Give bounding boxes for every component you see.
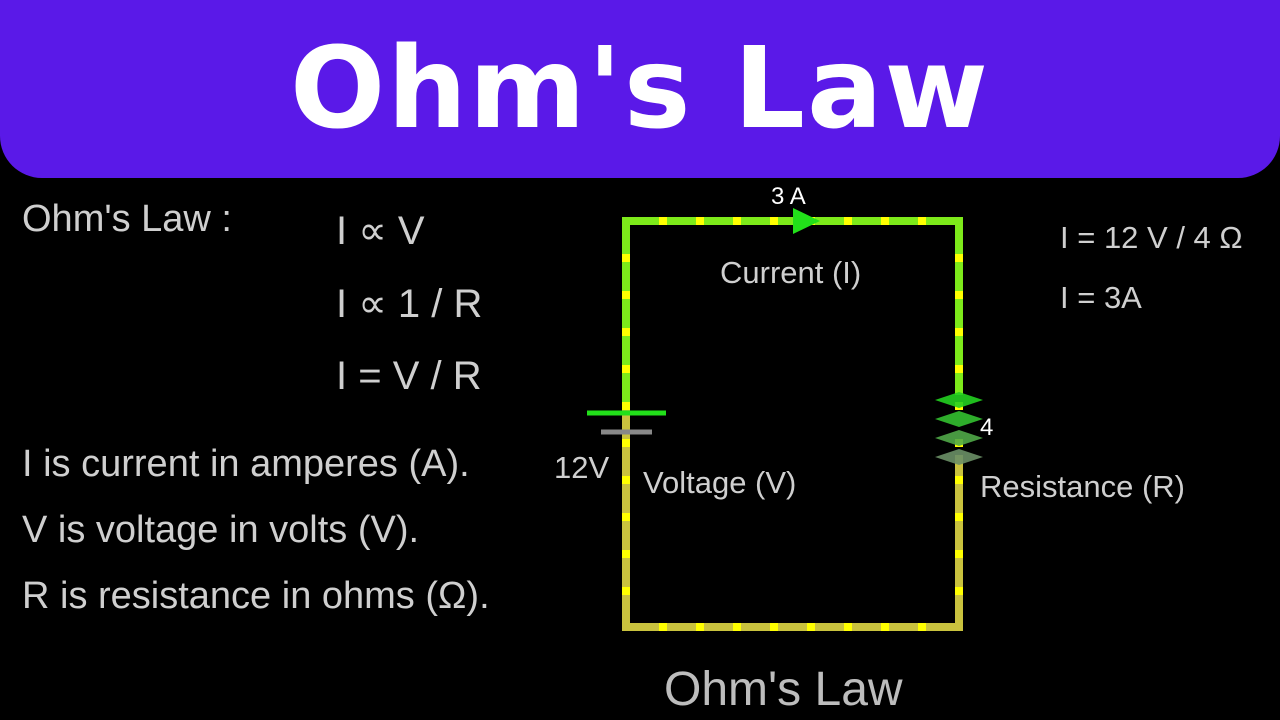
battery-value: 12V: [554, 450, 610, 485]
definition-resistance: R is resistance in ohms (Ω).: [22, 575, 490, 617]
current-dot: [733, 623, 741, 631]
current-dot: [955, 587, 963, 595]
current-dot: [696, 623, 704, 631]
current-dot: [622, 550, 630, 558]
current-dot: [955, 291, 963, 299]
current-dot: [622, 439, 630, 447]
current-arrow-icon: [793, 208, 820, 234]
current-dot: [955, 254, 963, 262]
current-dot: [622, 328, 630, 336]
current-dot: [622, 254, 630, 262]
current-dot: [622, 402, 630, 410]
current-dot: [807, 623, 815, 631]
current-dot: [955, 550, 963, 558]
current-dot: [844, 217, 852, 225]
current-dot: [918, 217, 926, 225]
calc-line-2: I = 3A: [1060, 280, 1142, 315]
title-banner: Ohm's Law: [0, 0, 1280, 178]
ohms-law-label: Ohm's Law :: [22, 198, 232, 240]
formula-ohms-law: I = V / R: [336, 354, 482, 398]
current-dot: [918, 623, 926, 631]
current-dot: [955, 476, 963, 484]
voltage-label: Voltage (V): [643, 465, 797, 500]
current-dot: [955, 365, 963, 373]
current-label: Current (I): [720, 255, 862, 290]
current-dot: [622, 476, 630, 484]
current-dot: [659, 623, 667, 631]
current-dot: [733, 217, 741, 225]
current-dot: [770, 623, 778, 631]
resistance-label: Resistance (R): [980, 469, 1185, 504]
resistor-segment: [935, 411, 983, 427]
current-dot: [659, 217, 667, 225]
wire-upper: [622, 217, 963, 410]
wire-lower: [622, 410, 963, 631]
resistor-segment: [935, 449, 983, 465]
current-dot: [881, 623, 889, 631]
current-dot: [622, 587, 630, 595]
current-dot: [955, 328, 963, 336]
calc-line-1: I = 12 V / 4 Ω: [1060, 220, 1243, 255]
definition-current: I is current in amperes (A).: [22, 443, 470, 485]
current-dot: [696, 217, 704, 225]
current-dot: [844, 623, 852, 631]
current-dot: [622, 291, 630, 299]
current-dot: [622, 365, 630, 373]
current-dot: [881, 217, 889, 225]
circuit-caption: Ohm's Law: [664, 663, 903, 716]
resistor-value: 4: [980, 414, 994, 441]
formula-proportional-r: I ∝ 1 / R: [336, 282, 483, 326]
formula-proportional-v: I ∝ V: [336, 209, 425, 253]
resistor-segment: [935, 430, 983, 446]
definition-voltage: V is voltage in volts (V).: [22, 509, 420, 551]
current-dot: [770, 217, 778, 225]
current-value: 3 A: [771, 183, 806, 210]
page-title: Ohm's Law: [289, 24, 990, 154]
current-dot: [955, 513, 963, 521]
resistor-segment: [935, 392, 983, 408]
current-dot: [622, 513, 630, 521]
